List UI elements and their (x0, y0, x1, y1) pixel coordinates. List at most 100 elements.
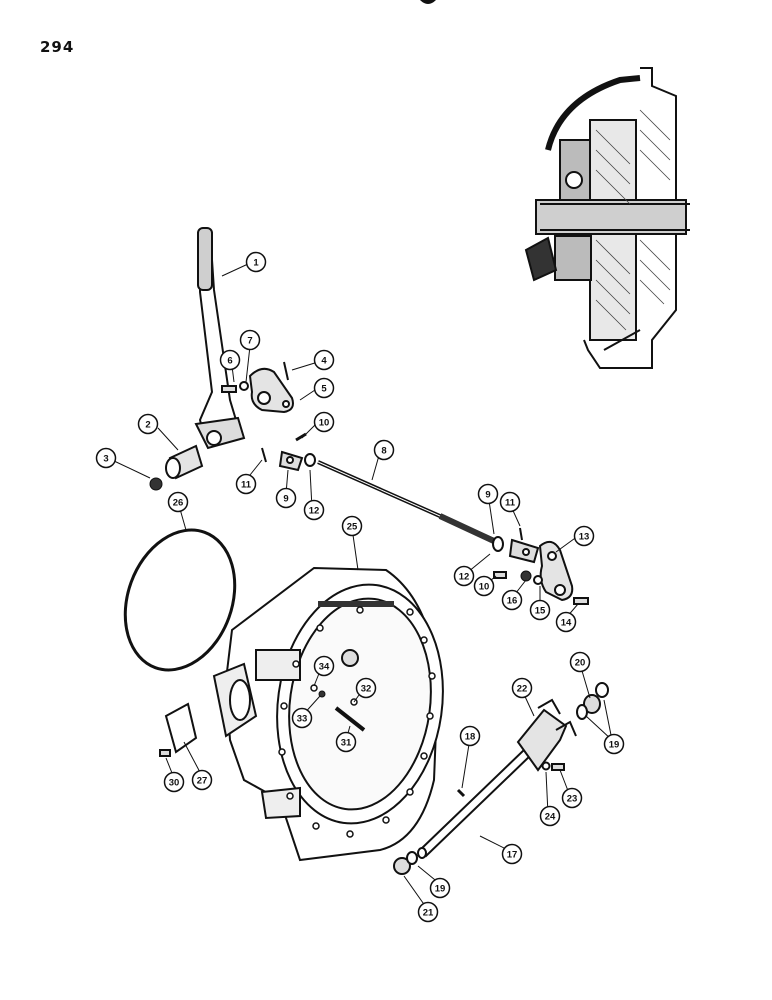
callout-number: 12 (309, 506, 320, 517)
callout-circle (163, 771, 185, 793)
clutch-cross-section (524, 67, 690, 369)
callout-9a: 9 (275, 487, 297, 509)
callout-number: 27 (197, 776, 208, 787)
callout-circle (235, 473, 257, 495)
callout-number: 6 (227, 356, 232, 367)
callout-circle (511, 677, 533, 699)
callout-circle (501, 589, 523, 611)
callout-number: 2 (145, 420, 150, 431)
callout-number: 22 (517, 684, 528, 695)
callout-circle (477, 483, 499, 505)
clutch-rod (304, 453, 504, 552)
callout-number: 25 (347, 522, 358, 533)
top-cut-mark (420, 0, 436, 4)
callout-number: 19 (435, 884, 446, 895)
nut-33 (318, 690, 326, 698)
housing-bolt-holes (278, 606, 436, 838)
callout-circle (499, 491, 521, 513)
cotter-pin-11-left (261, 447, 267, 463)
callout-circle (373, 439, 395, 461)
bolt-23 (551, 763, 565, 771)
callout-number: 8 (381, 446, 386, 457)
callout-33: 33 (291, 707, 313, 729)
clevis-right (508, 538, 540, 564)
callout-5: 5 (313, 377, 335, 399)
callout-number: 33 (297, 714, 308, 725)
callout-16: 16 (501, 589, 523, 611)
callout-circle (341, 515, 363, 537)
cotter-pin-11-right (519, 527, 523, 541)
callout-17: 17 (501, 843, 523, 865)
clutch-lever (194, 227, 246, 450)
cover-plate-27 (164, 702, 198, 754)
callout-12a: 12 (303, 499, 325, 521)
callout-6: 6 (219, 349, 241, 371)
callout-circle (191, 769, 213, 791)
callout-31: 31 (335, 731, 357, 753)
callout-number: 9 (283, 494, 288, 505)
pivot-bushing (165, 444, 204, 480)
callout-number: 31 (341, 738, 352, 749)
callout-circle (501, 843, 523, 865)
cross-shaft-31 (334, 706, 366, 732)
callout-circle (417, 901, 439, 923)
seal-19-upper-b (576, 704, 588, 720)
callout-14: 14 (555, 611, 577, 633)
seal-19-lower (406, 851, 418, 865)
callout-number: 26 (173, 498, 184, 509)
callout-4: 4 (313, 349, 335, 371)
washer-24 (541, 761, 551, 771)
callout-21: 21 (417, 901, 439, 923)
cotter-pin-4 (283, 361, 289, 381)
seal-19-upper (595, 682, 609, 698)
callout-number: 15 (535, 606, 546, 617)
bushing-20 (583, 694, 601, 714)
callout-number: 13 (579, 532, 590, 543)
callout-26: 26 (167, 491, 189, 513)
callout-20: 20 (569, 651, 591, 673)
callout-number: 14 (561, 618, 572, 629)
callout-number: 9 (485, 490, 490, 501)
callout-9b: 9 (477, 483, 499, 505)
callout-circle (555, 611, 577, 633)
key-18 (456, 788, 466, 798)
callout-13: 13 (573, 525, 595, 547)
bell-crank (248, 367, 294, 414)
callout-circle (291, 707, 313, 729)
callout-30: 30 (163, 771, 185, 793)
release-lever (538, 540, 574, 602)
cross-section-hatching (595, 109, 671, 331)
callout-circle (355, 677, 377, 699)
callout-2: 2 (137, 413, 159, 435)
callout-11a: 11 (235, 473, 257, 495)
callout-circle (573, 525, 595, 547)
callout-number: 1 (253, 258, 259, 269)
washer-15 (533, 575, 543, 585)
callout-number: 17 (507, 850, 518, 861)
callout-circle (529, 599, 551, 621)
callout-number: 20 (575, 658, 586, 669)
callout-1: 1 (245, 251, 267, 273)
callout-number: 12 (459, 572, 470, 583)
callout-23: 23 (561, 787, 583, 809)
callout-19a: 19 (603, 733, 625, 755)
callout-number: 21 (423, 908, 434, 919)
callout-32: 32 (355, 677, 377, 699)
callout-number: 18 (465, 732, 476, 743)
callout-number: 16 (507, 596, 518, 607)
callout-12b: 12 (453, 565, 475, 587)
clevis-left (278, 450, 304, 472)
callout-number: 30 (169, 778, 180, 789)
callout-circle (275, 487, 297, 509)
page-number: 294 (40, 38, 75, 56)
callout-19b: 19 (429, 877, 451, 899)
bolt-14 (573, 597, 589, 605)
callout-3: 3 (95, 447, 117, 469)
callout-circle (245, 251, 267, 273)
callout-number: 34 (319, 662, 330, 673)
callout-24: 24 (539, 805, 561, 827)
callout-22: 22 (511, 677, 533, 699)
callout-number: 10 (319, 418, 330, 429)
